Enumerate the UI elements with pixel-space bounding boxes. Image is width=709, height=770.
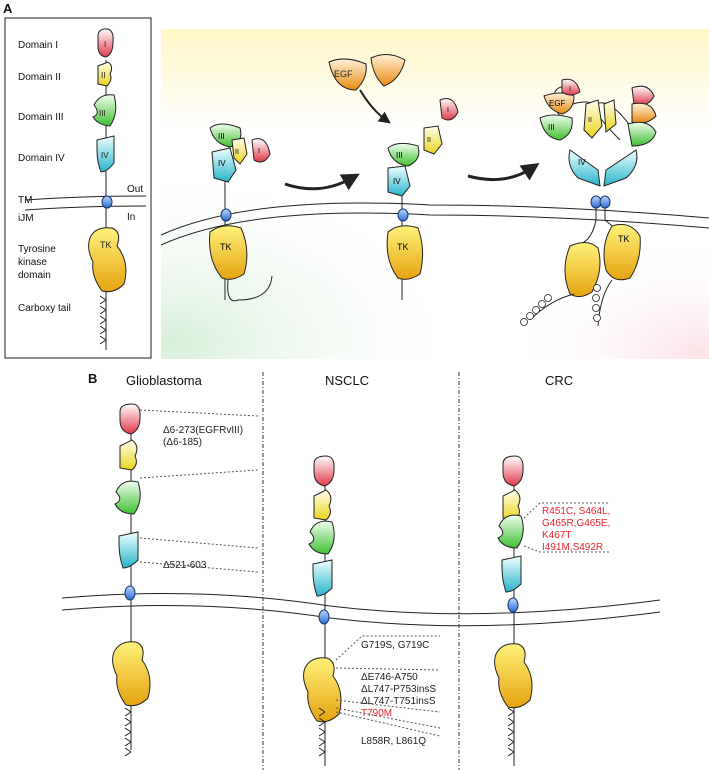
legend-in-label: In (127, 212, 135, 223)
legend-domain-2-shape (97, 61, 113, 87)
legend-domain-1-shape (97, 28, 114, 58)
nsclc-mutation-1: G719S, G719C (361, 640, 429, 651)
legend-domain-4-glyph: IV (101, 151, 109, 160)
crc-mutation-4: I491M,S492R (542, 542, 603, 553)
mono1-d2-glyph: II (235, 149, 239, 156)
panel-b-label: B (88, 371, 97, 386)
active-dimer: III EGF I II IV TK (520, 78, 657, 327)
arrow-2 (467, 163, 540, 182)
legend-domain-1-glyph: I (104, 40, 106, 49)
egf-ligand-1 (328, 58, 367, 91)
gbm-title: Glioblastoma (126, 373, 203, 388)
legend-domain-2-glyph: II (101, 71, 105, 80)
nsclc-title: NSCLC (325, 373, 369, 388)
panel-b-dividers (262, 372, 460, 770)
crc-receptor (494, 455, 610, 766)
nsclc-mutation-3: ΔL747-P753insS (361, 684, 436, 695)
arrow-1 (284, 173, 360, 191)
legend-domain-4-label: Domain IV (18, 153, 65, 164)
gbm-mutation-2: (Δ6-185) (163, 437, 202, 448)
phospho-sites (520, 284, 601, 326)
mono2-d2-glyph: II (427, 137, 431, 144)
dimer-d2-glyph: II (588, 117, 592, 124)
crc-title: CRC (545, 373, 573, 388)
dimer-egf-glyph: EGF (549, 99, 566, 108)
mono2-d3-glyph: III (396, 151, 403, 160)
legend-tk-glyph: TK (100, 240, 112, 250)
dimer-d3-glyph: III (548, 123, 555, 132)
legend-tm-label: TM (18, 195, 32, 206)
legend-domain-3-shape (92, 94, 117, 127)
mono2-d1-glyph: I (447, 107, 449, 114)
legend-tk-label-3: domain (18, 270, 51, 281)
dimer-d1-glyph: I (569, 86, 571, 93)
legend-tk-shape (88, 227, 127, 293)
nsclc-mutation-6: L858R, L861Q (361, 736, 426, 747)
nsclc-mutation-2: ΔE746-A750 (361, 672, 418, 683)
arrow-egf-binding (359, 89, 391, 124)
mono1-d4-glyph: IV (218, 159, 226, 168)
gbm-receptor (112, 403, 259, 757)
legend-receptor: I II III IV Out In TK (24, 28, 147, 350)
scene-membrane-inner (160, 212, 709, 246)
legend-domain-4-shape (96, 135, 115, 173)
legend-domain-1-label: Domain I (18, 40, 58, 51)
mono1-tk-glyph: TK (220, 242, 232, 252)
legend-tail-label: Carboxy tail (18, 303, 71, 314)
mono2-d4-glyph: IV (393, 177, 401, 186)
legend-tk-label-2: kinase (18, 257, 47, 268)
legend-tail-ticks (99, 295, 107, 345)
mono1-d3-glyph: III (218, 132, 225, 141)
gbm-mutation-3: Δ521-603 (163, 560, 207, 571)
legend-domain-3-label: Domain III (18, 112, 64, 123)
panel-a-label: A (3, 1, 13, 16)
crc-mutation-2: G465R,G465E, (542, 518, 610, 529)
nsclc-mutation-4: ΔL747-T751insS (361, 696, 436, 707)
legend-ijm-label: iJM (18, 213, 34, 224)
legend-tk-label-1: Tyrosine (18, 244, 56, 255)
crc-mutation-1: R451C, S464L, (542, 506, 610, 517)
gbm-mutation-1: Δ6-273(EGFRvIII) (163, 425, 243, 436)
egf-ligand-2 (370, 54, 406, 87)
inactive-monomer: III IV II I TK (209, 123, 273, 302)
activation-scene: III IV II I TK EGF III IV II (160, 29, 709, 359)
nsclc-mutation-5: T790M (361, 708, 392, 719)
panel-b-membrane (61, 593, 661, 627)
dimer-tk-glyph: TK (618, 234, 630, 244)
egf-ligand-1-glyph: EGF (334, 69, 353, 79)
legend-out-label: Out (127, 184, 143, 195)
legend-domain-2-label: Domain II (18, 72, 61, 83)
nsclc-receptor (303, 455, 441, 766)
legend-membrane-outer (24, 195, 147, 201)
legend-membrane-inner (24, 205, 147, 211)
mono2-tk-glyph: TK (397, 242, 409, 252)
dimer-d4-glyph: IV (578, 158, 586, 167)
ligand-bound-monomer: III IV II I TK (386, 98, 459, 300)
domain-legend: Domain I Domain II Domain III Domain IV … (4, 17, 152, 359)
legend-domain-3-glyph: III (99, 109, 106, 118)
legend-tm-shape (101, 195, 113, 209)
crc-mutation-3: K467T (542, 530, 571, 541)
mono1-d1-glyph: I (258, 148, 260, 155)
